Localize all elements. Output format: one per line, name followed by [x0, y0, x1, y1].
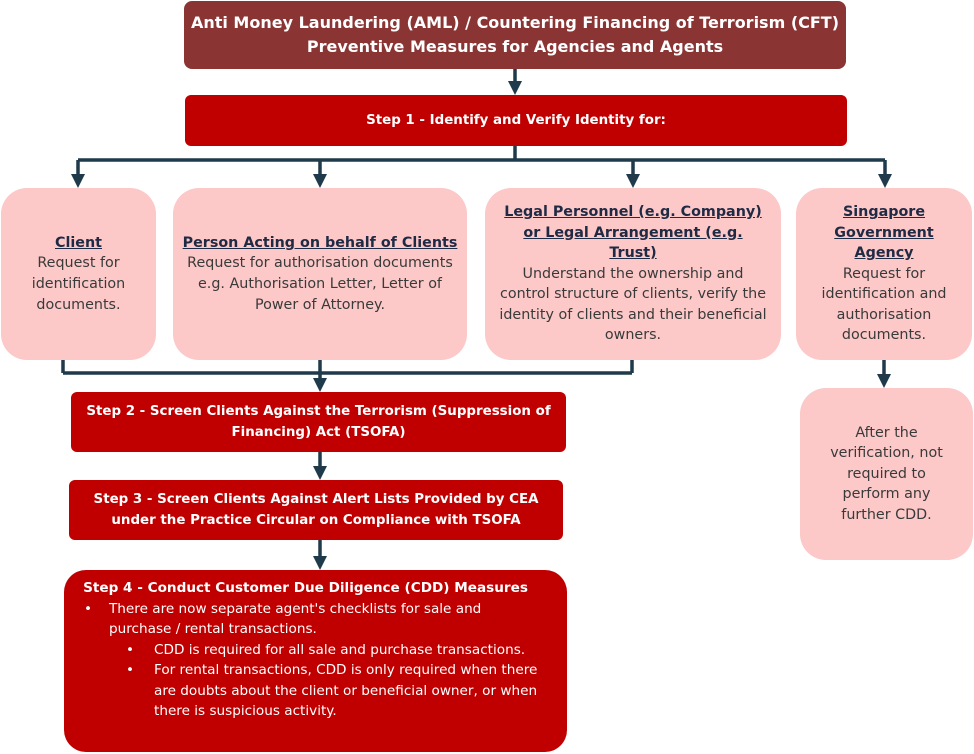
step-2-line-1: Step 2 - Screen Clients Against the Terr… — [86, 404, 551, 419]
step-2-box: Step 2 - Screen Clients Against the Terr… — [71, 392, 566, 452]
category-client-description: Request for identification documents. — [31, 255, 126, 313]
step-4-box: Step 4 - Conduct Customer Due Diligence … — [64, 570, 567, 752]
category-person-acting-title: Person Acting on behalf of Clients — [182, 234, 458, 251]
step-4-title: Step 4 - Conduct Customer Due Diligence … — [83, 580, 528, 596]
step-4-sub-bullet: CDD is required for all sale and purchas… — [84, 640, 547, 661]
category-person-acting-description: Request for authorisation documents e.g.… — [187, 255, 453, 313]
category-government-agency-description: Request for identification and authorisa… — [821, 265, 947, 344]
category-legal-personnel: Legal Personnel (e.g. Company) or Legal … — [485, 188, 781, 360]
category-legal-personnel-title: Legal Personnel (e.g. Company) or Legal … — [504, 203, 762, 262]
step-3-line-2: under the Practice Circular on Complianc… — [111, 513, 521, 528]
category-legal-personnel-description: Understand the ownership and control str… — [499, 265, 767, 344]
step-4-sub-bullet: For rental transactions, CDD is only req… — [84, 660, 547, 722]
step-3-line-1: Step 3 - Screen Clients Against Alert Li… — [93, 492, 539, 507]
category-government-agency: Singapore Government Agency Request for … — [796, 188, 972, 360]
step-1-box: Step 1 - Identify and Verify Identity fo… — [185, 95, 847, 146]
step-4-list: There are now separate agent's checklist… — [84, 599, 547, 722]
category-client-title: Client — [54, 234, 102, 251]
category-person-acting: Person Acting on behalf of Clients Reque… — [173, 188, 467, 360]
step-2-line-2: Financing) Act (TSOFA) — [231, 425, 406, 440]
diagram-title: Anti Money Laundering (AML) / Countering… — [184, 1, 846, 69]
step-3-box: Step 3 - Screen Clients Against Alert Li… — [69, 480, 563, 540]
category-client: Client Request for identification docume… — [1, 188, 156, 360]
category-government-agency-title: Singapore Government Agency — [834, 203, 934, 262]
government-followup-box: After the verification, not required to … — [800, 388, 973, 560]
title-line-2: Preventive Measures for Agencies and Age… — [306, 37, 724, 56]
step-1-label: Step 1 - Identify and Verify Identity fo… — [366, 113, 666, 128]
government-followup-text: After the verification, not required to … — [830, 424, 943, 523]
title-line-1: Anti Money Laundering (AML) / Countering… — [190, 13, 840, 32]
step-4-bullet: There are now separate agent's checklist… — [84, 599, 547, 640]
